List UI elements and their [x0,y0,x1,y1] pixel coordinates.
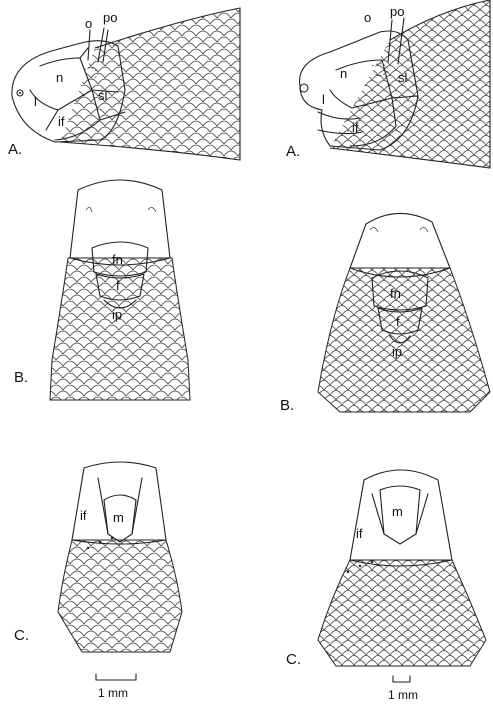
right-panel-a-label: A. [286,143,300,160]
right-c-label-if: if [356,526,363,541]
right-a-label-sl: sl [398,70,408,85]
right-panel-b-dorsal-head [318,213,490,412]
left-a-label-po: po [103,10,117,25]
left-c-scale-field [58,540,182,652]
left-panel-b-label: B. [14,369,28,386]
right-a-body-outline [330,0,490,168]
left-panel-c-ventral-head [58,462,182,652]
right-panel-b-label: B. [280,397,294,414]
right-a-label-o: o [364,10,371,25]
left-a-label-l: l [34,94,37,109]
left-panel-c-label: C. [14,627,29,644]
right-panel-a-lateral-head [300,0,490,168]
right-a-label-if: if [352,120,359,135]
right-c-scale-field [318,560,486,666]
right-b-scale-field [318,268,490,412]
left-a-label-n: n [56,70,63,85]
right-a-label-l: l [322,92,325,107]
right-scale-bar-label: 1 mm [388,688,418,702]
right-b-label-f: f [396,314,400,329]
left-a-label-o: o [85,16,92,31]
left-b-label-ip: ip [112,307,122,322]
left-b-label-f: f [116,278,120,293]
left-panel-a-lateral-head [12,8,240,160]
left-b-label-fn: fn [112,252,123,267]
right-panel-c-label: C. [286,651,301,668]
right-c-label-m: m [392,504,403,519]
left-a-label-if: if [58,114,65,129]
left-scale-bar [96,674,136,680]
right-a-label-po: po [390,4,404,19]
right-b-label-fn: fn [390,286,401,301]
left-panel-b-dorsal-head [50,180,190,400]
left-c-label-m: m [113,510,124,525]
right-scale-bar [393,676,410,682]
left-panel-a-label: A. [8,141,22,158]
right-panel-c-ventral-head [318,470,486,666]
left-b-scale-field [50,258,190,400]
right-a-label-n: n [340,66,347,81]
right-b-label-ip: ip [392,344,402,359]
left-c-label-if: if [80,508,87,523]
left-a-label-sl: sl [98,88,108,103]
left-scale-bar-label: 1 mm [98,686,128,700]
